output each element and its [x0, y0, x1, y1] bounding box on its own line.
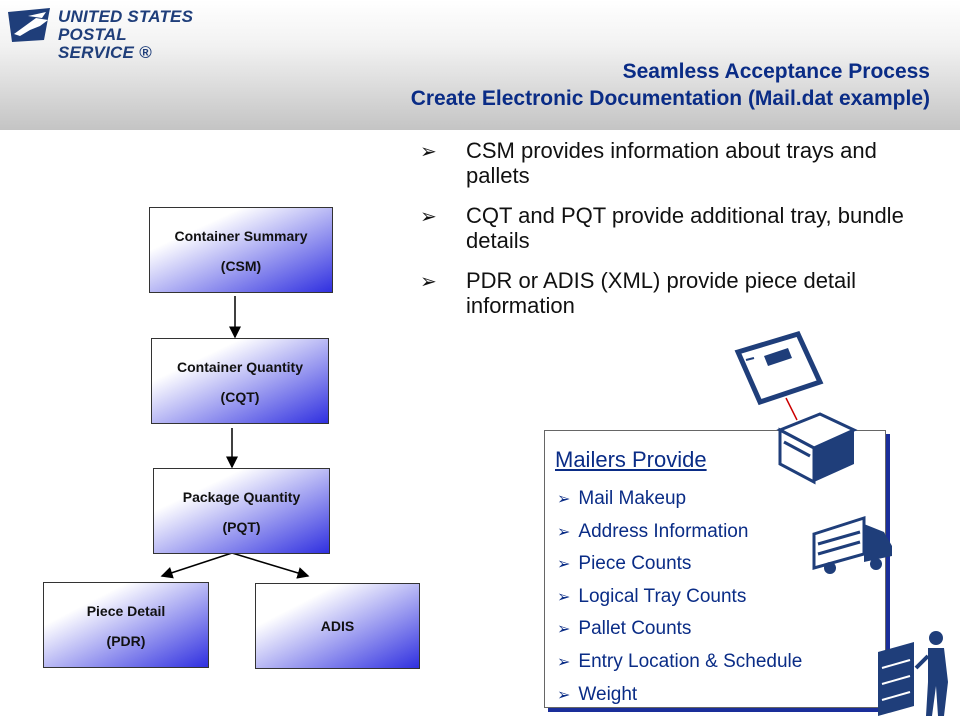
arrow-pqt-adis [231, 552, 310, 579]
tray-icon [776, 412, 858, 485]
arrow-bullet-icon: ➢ [557, 556, 571, 574]
arrow-bullet-icon: ➢ [557, 523, 571, 541]
arrow-bullet-icon: ➢ [557, 588, 571, 606]
page-title: Seamless Acceptance Process Create Elect… [411, 58, 930, 112]
title-line-1: Seamless Acceptance Process [622, 60, 930, 83]
bullet-item: ➢PDR or ADIS (XML) provide piece detail … [420, 268, 857, 318]
title-line-2: Create Electronic Documentation (Mail.da… [410, 87, 930, 110]
arrow-bullet-icon: ➢ [557, 686, 571, 704]
list-item: ➢Piece Counts [557, 553, 692, 575]
logo-line-2: POSTAL SERVICE ® [58, 25, 152, 62]
bullet-item: ➢CSM provides information about trays an… [420, 138, 877, 188]
pqt-box: Package Quantity (PQT) [153, 468, 330, 554]
logo-text: UNITED STATES POSTAL SERVICE ® [58, 8, 206, 62]
arrow-bullet-icon: ➢ [557, 491, 571, 508]
list-item: ➢Pallet Counts [557, 618, 692, 640]
arrow-bullet-icon: ➢ [420, 271, 437, 293]
logo-line-1: UNITED STATES [58, 7, 194, 26]
header-banner: UNITED STATES POSTAL SERVICE ® Seamless … [0, 0, 960, 130]
bullet-list: ➢CSM provides information about trays an… [420, 138, 930, 333]
truck-icon [812, 515, 892, 574]
csm-box: Container Summary (CSM) [149, 207, 333, 293]
cqt-box: Container Quantity (CQT) [151, 338, 329, 424]
mailers-title: Mailers Provide [555, 447, 707, 472]
list-item: ➢Address Information [557, 520, 749, 542]
envelope-icon [734, 330, 824, 406]
arrow-pqt-pdr [160, 552, 233, 579]
red-connector [785, 397, 798, 421]
pallet-worker-icon [878, 631, 948, 716]
eagle-logo-icon [8, 8, 50, 42]
arrow-bullet-icon: ➢ [557, 621, 571, 639]
arrow-bullet-icon: ➢ [420, 206, 437, 228]
arrow-bullet-icon: ➢ [420, 141, 437, 163]
list-item: ➢Mail Makeup [557, 488, 687, 509]
list-item: ➢Weight [557, 683, 638, 705]
usps-logo: UNITED STATES POSTAL SERVICE ® [6, 6, 206, 62]
bullet-item: ➢CQT and PQT provide additional tray, bu… [420, 203, 904, 253]
mailers-list: ➢Mail Makeup ➢Address Information ➢Piece… [557, 483, 802, 711]
list-item: ➢Entry Location & Schedule [557, 650, 803, 672]
pdr-box: Piece Detail (PDR) [43, 582, 209, 668]
list-item: ➢Logical Tray Counts [557, 585, 747, 607]
arrow-bullet-icon: ➢ [557, 653, 571, 671]
adis-box: ADIS [255, 583, 420, 669]
